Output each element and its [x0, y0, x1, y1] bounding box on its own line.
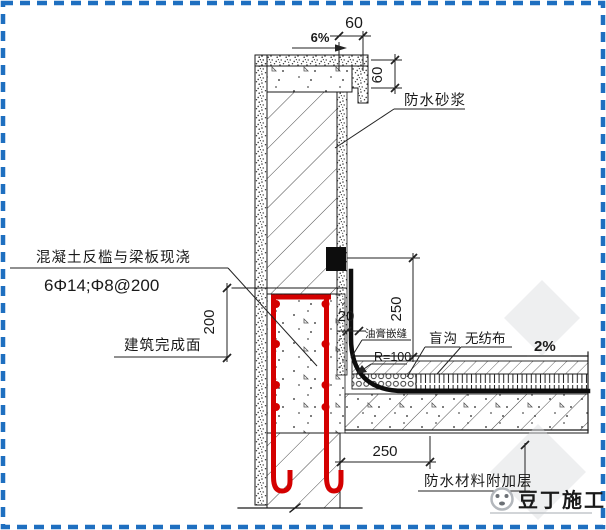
logo-eye-icon — [495, 494, 500, 498]
rebar-spec-label: 6Φ14;Φ8@200 — [44, 276, 159, 295]
rebar-stirrup-group — [271, 294, 344, 494]
structure — [231, 54, 591, 513]
sealant-label: 油膏嵌缝 — [365, 327, 407, 340]
watermark-diamond — [504, 280, 580, 356]
dim-coping-edge-label: 60 — [369, 67, 386, 84]
cut-tick — [289, 503, 301, 513]
logo-mouth-icon — [499, 501, 505, 506]
drainage-mat-layer — [415, 373, 589, 390]
watermarks — [490, 280, 586, 520]
rebar-right-bar-hook — [324, 295, 344, 494]
docin-logo: 豆丁施工 — [490, 487, 606, 514]
dim-coping-overhang-label: 60 — [345, 15, 363, 32]
coping-drip-edge — [351, 65, 369, 104]
nonwoven-label: 无纺布 — [465, 331, 506, 346]
rebar-left-bar-hook — [271, 295, 293, 494]
dimension-lines — [10, 31, 571, 492]
dim-flashing-height-label: 250 — [388, 296, 405, 321]
rebar-dot — [321, 340, 330, 348]
roof-slope-label: 2% — [534, 338, 556, 355]
logo-text: 豆丁施工 — [518, 488, 606, 512]
lower-wall-hatch — [266, 432, 341, 509]
additional-layer-label: 防水材料附加层 — [424, 473, 533, 490]
rebar-dot — [321, 403, 330, 411]
dim-upstand-label: 200 — [201, 309, 218, 334]
rebar-dot — [272, 340, 280, 348]
logo-mascot-icon — [490, 487, 514, 511]
finished-surface-label: 建筑完成面 — [124, 337, 202, 354]
rebar-dot — [321, 300, 330, 308]
rebar-dot — [321, 381, 330, 389]
watermark-diamond — [490, 424, 586, 520]
upstand-beam-concrete — [266, 293, 346, 434]
rebar-dots-group — [272, 300, 330, 411]
roof-slab-speckle — [344, 393, 589, 431]
parapet-wall-hatch — [266, 91, 338, 295]
rebar-dot — [272, 300, 280, 308]
concrete-note-label: 混凝土反槛与梁板现浇 — [36, 248, 191, 266]
dim-additional-width-label: 250 — [372, 443, 397, 460]
slope-arrowhead — [335, 44, 347, 52]
waterproof-mortar-label: 防水砂浆 — [404, 91, 466, 109]
waterproof-membrane — [348, 268, 591, 394]
labels: 60 6% 60 防水砂浆 混凝土反槛与梁板现浇 6Φ14;Φ8@200 200… — [36, 15, 556, 490]
rebar-dot — [272, 381, 280, 389]
radius-label: R=100 — [374, 350, 411, 364]
rebar-dot — [272, 403, 280, 411]
coping-slope-label: 6% — [311, 30, 330, 45]
mortar-strip-left — [254, 54, 268, 506]
coping-top-mortar — [254, 54, 369, 67]
logo-eye-icon — [504, 494, 509, 498]
radius-arrowhead — [356, 365, 367, 374]
dim-joint-label: 20 — [338, 308, 355, 325]
blind-drain-label: 盲沟 — [429, 330, 458, 346]
membrane-termination-block — [326, 247, 346, 271]
